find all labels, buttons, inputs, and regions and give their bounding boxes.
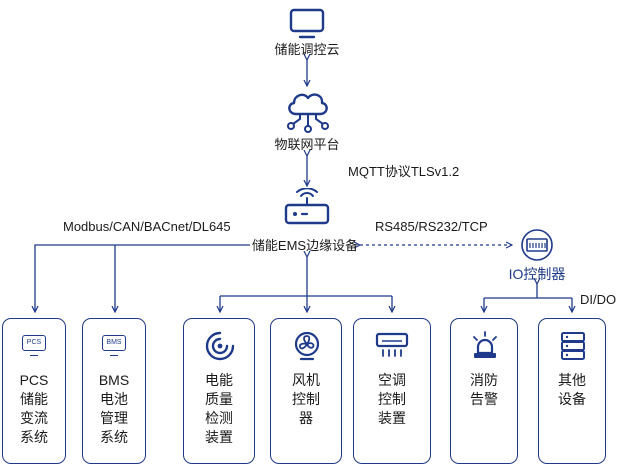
device-power-quality: 电能 质量 检测 装置: [183, 318, 255, 464]
device-ac-label: 空调 控制 装置: [378, 372, 406, 426]
device-bms-label: BMS 电池 管理 系统: [98, 372, 130, 445]
cloud-network-icon: [287, 93, 329, 133]
cloud-label: 储能调控云: [274, 42, 340, 57]
router-icon: [284, 188, 330, 225]
device-fan-label: 风机 控制 器: [292, 372, 320, 426]
device-fan: 风机 控制 器: [270, 318, 342, 464]
monitor-icon: [289, 8, 325, 39]
air-conditioner-icon: [375, 332, 409, 357]
io-controller-icon: [521, 229, 553, 261]
radar-icon: [205, 331, 235, 361]
bms-chip-icon: BMS: [102, 335, 126, 351]
device-ac: 空调 控制 装置: [353, 318, 431, 464]
device-pcs: PCS PCS 储能 变流 系统: [2, 318, 66, 464]
ems-label: 储能EMS边缘设备: [251, 238, 359, 253]
link-ems-pcs: [35, 244, 250, 312]
device-bms: BMS BMS 电池 管理 系统: [82, 318, 146, 464]
device-power-quality-label: 电能 质量 检测 装置: [205, 372, 233, 445]
alarm-beacon-icon: [473, 331, 497, 358]
io-label: IO控制器: [508, 266, 566, 282]
server-icon: [561, 332, 585, 360]
right-protocols-label: RS485/RS232/TCP: [375, 219, 488, 234]
device-pcs-label: PCS 储能 变流 系统: [19, 372, 49, 445]
iot-label: 物联网平台: [274, 137, 340, 152]
mqtt-label: MQTT协议TLSv1.2: [348, 164, 460, 179]
device-other-label: 其他 设备: [558, 372, 586, 407]
device-fire-label: 消防 告警: [470, 372, 498, 407]
dido-label: DI/DO: [580, 292, 617, 307]
left-protocols-label: Modbus/CAN/BACnet/DL645: [63, 219, 231, 234]
device-fire: 消防 告警: [450, 318, 518, 464]
fan-icon: [294, 331, 320, 361]
device-other: 其他 设备: [538, 318, 606, 464]
pcs-chip-icon: PCS: [22, 335, 46, 351]
